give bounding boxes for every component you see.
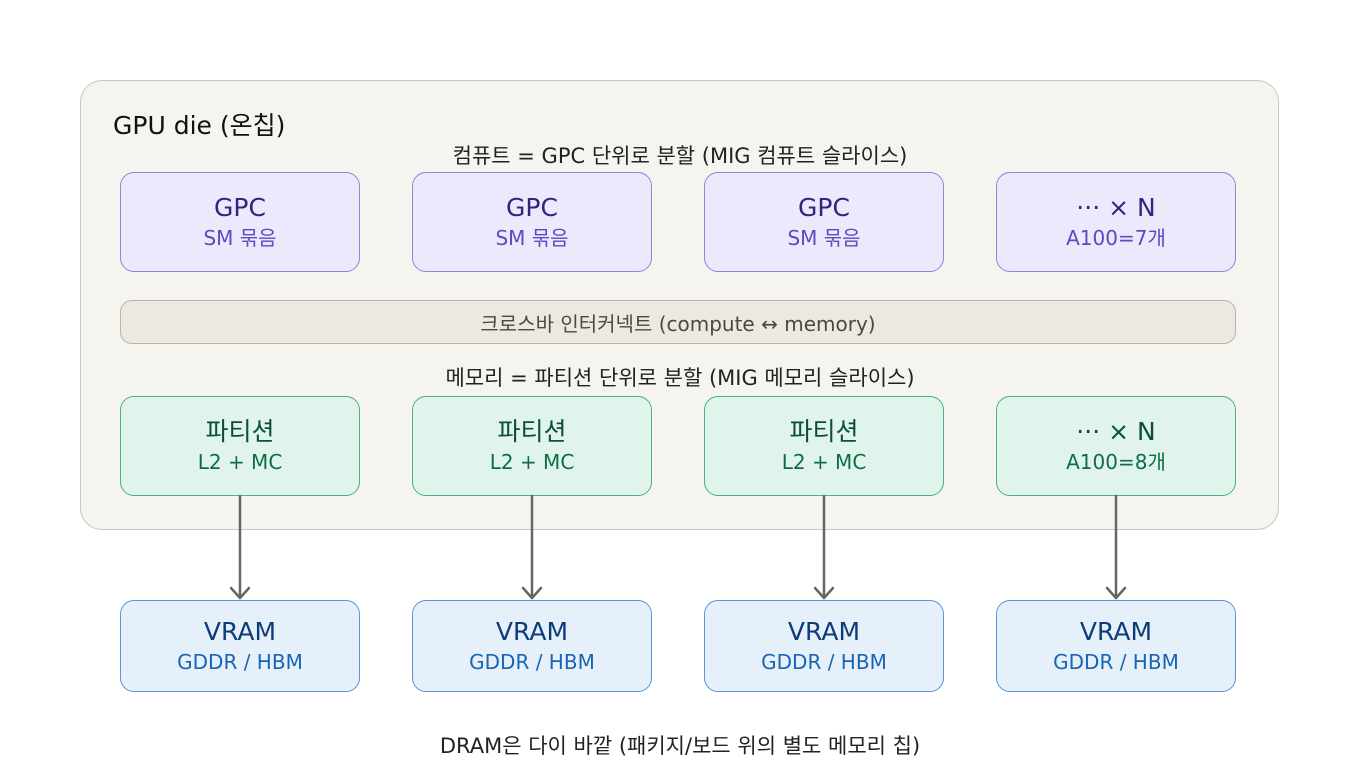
gpc-box-subtitle: SM 묶음 <box>495 226 569 250</box>
vram-box-subtitle: GDDR / HBM <box>469 650 595 674</box>
gpc-box-title: GPC <box>214 193 266 222</box>
gpu-die-title: GPU die (온칩) <box>113 111 286 140</box>
vram-box-3: VRAM GDDR / HBM <box>704 600 944 692</box>
compute-caption: 컴퓨트 = GPC 단위로 분할 (MIG 컴퓨트 슬라이스) <box>452 144 908 168</box>
gpc-box-2: GPC SM 묶음 <box>412 172 652 272</box>
gpc-box-1: GPC SM 묶음 <box>120 172 360 272</box>
partition-box-subtitle: L2 + MC <box>781 450 867 474</box>
gpc-box-3: GPC SM 묶음 <box>704 172 944 272</box>
memory-caption: 메모리 = 파티션 단위로 분할 (MIG 메모리 슬라이스) <box>445 366 915 390</box>
gpc-box-subtitle: A100=7개 <box>1066 226 1166 250</box>
vram-box-subtitle: GDDR / HBM <box>177 650 303 674</box>
partition-box-3: 파티션 L2 + MC <box>704 396 944 496</box>
arrowhead <box>813 586 835 600</box>
vram-box-subtitle: GDDR / HBM <box>1053 650 1179 674</box>
footer-note: DRAM은 다이 바깥 (패키지/보드 위의 별도 메모리 칩) <box>439 734 921 758</box>
partition-box-title: 파티션 <box>497 417 567 446</box>
partition-box-subtitle: L2 + MC <box>489 450 575 474</box>
partition-box-title: ··· × N <box>1076 417 1156 446</box>
partition-box-title: 파티션 <box>789 417 859 446</box>
crossbar-interconnect: 크로스바 인터커넥트 (compute ↔ memory) <box>120 300 1236 344</box>
gpc-box-subtitle: SM 묶음 <box>787 226 861 250</box>
gpc-box-more: ··· × N A100=7개 <box>996 172 1236 272</box>
arrowhead <box>229 586 251 600</box>
vram-box-4: VRAM GDDR / HBM <box>996 600 1236 692</box>
vram-box-title: VRAM <box>203 617 277 646</box>
vram-box-subtitle: GDDR / HBM <box>761 650 887 674</box>
partition-box-1: 파티션 L2 + MC <box>120 396 360 496</box>
arrowhead <box>1105 586 1127 600</box>
partition-box-subtitle: L2 + MC <box>197 450 283 474</box>
vram-box-title: VRAM <box>1079 617 1153 646</box>
arrowhead <box>521 586 543 600</box>
partition-box-subtitle: A100=8개 <box>1066 450 1166 474</box>
partition-box-title: 파티션 <box>205 417 275 446</box>
gpc-box-title: GPC <box>798 193 850 222</box>
partition-box-2: 파티션 L2 + MC <box>412 396 652 496</box>
gpc-box-subtitle: SM 묶음 <box>203 226 277 250</box>
vram-box-2: VRAM GDDR / HBM <box>412 600 652 692</box>
gpc-box-title: ··· × N <box>1076 193 1156 222</box>
vram-box-title: VRAM <box>787 617 861 646</box>
vram-box-title: VRAM <box>495 617 569 646</box>
gpc-box-title: GPC <box>506 193 558 222</box>
vram-box-1: VRAM GDDR / HBM <box>120 600 360 692</box>
partition-box-more: ··· × N A100=8개 <box>996 396 1236 496</box>
